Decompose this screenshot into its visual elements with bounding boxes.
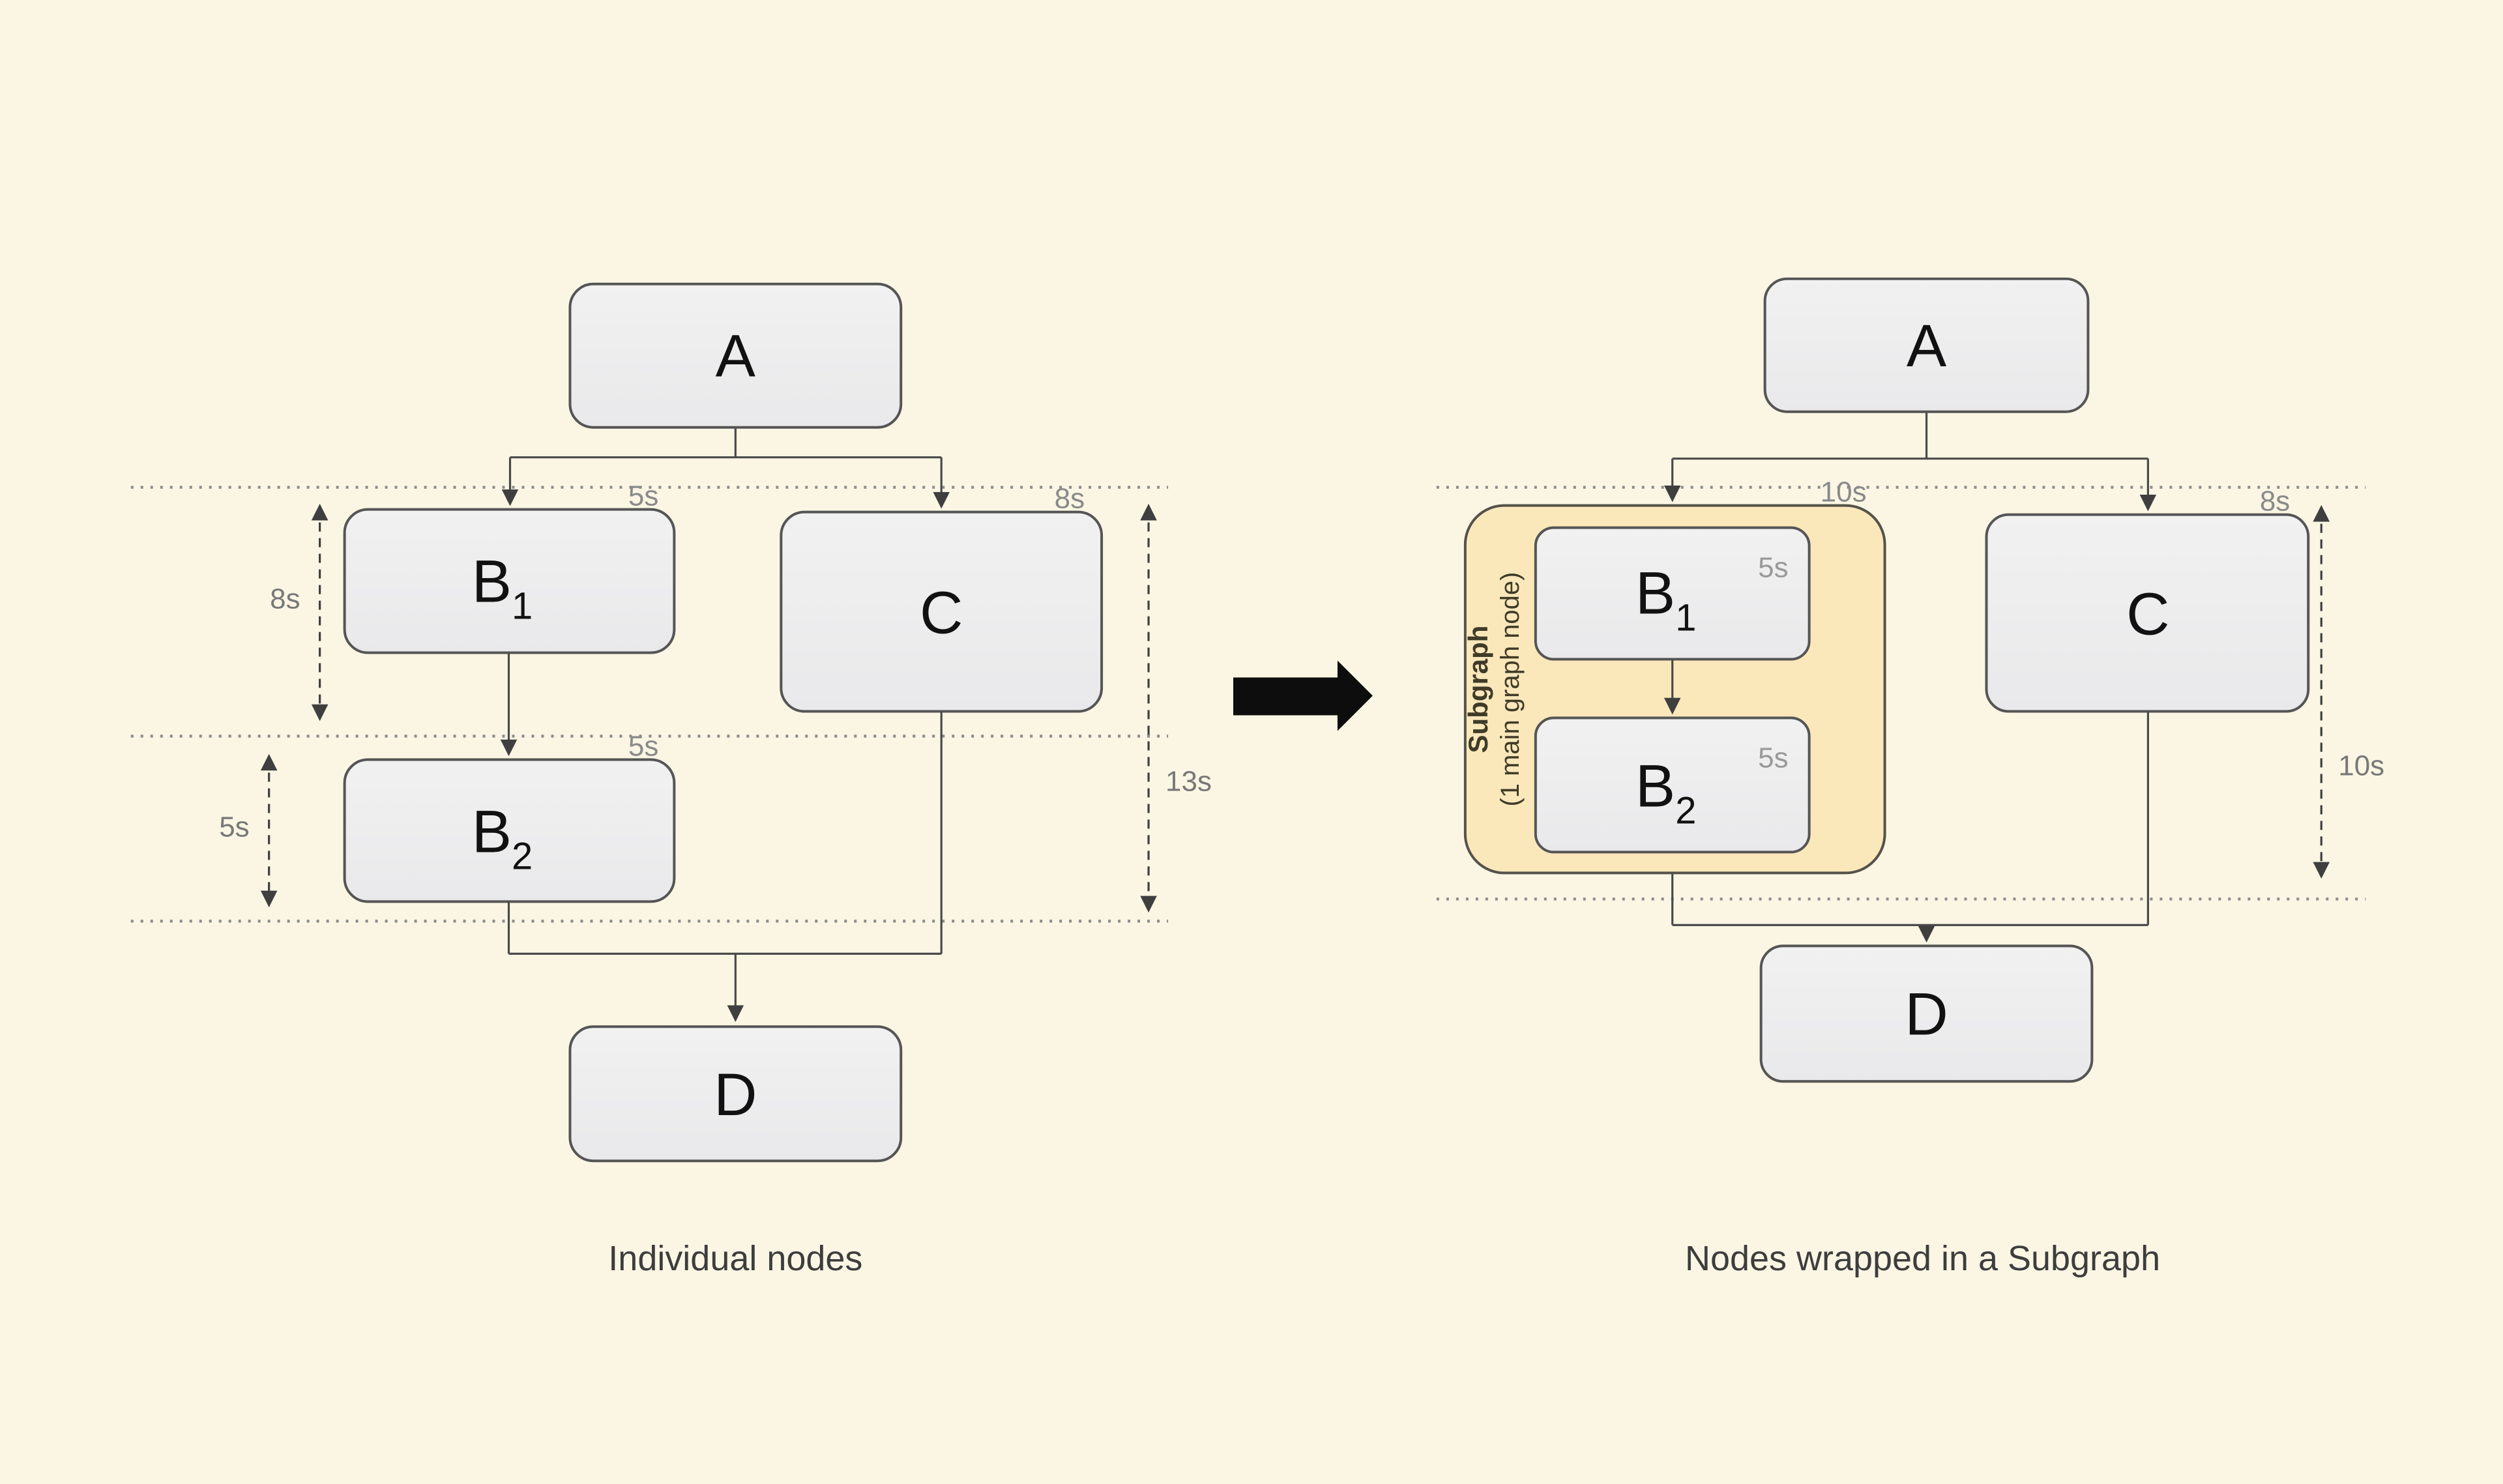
subgraph-title: Subgraph [1463,626,1493,753]
node-b2-left-label: B2 [472,798,533,877]
node-b1-left-label: B1 [472,549,533,628]
node-b2-right-subscript: 2 [1675,790,1696,832]
node-a-right-label: A [1907,313,1947,379]
node-b1-right-label: B1 [1635,560,1697,639]
node-b1-left-subscript: 1 [512,586,533,628]
subgraph-subtitle: (1 main graph node) [1496,572,1525,807]
time-label-c-right: 8s [2260,486,2290,517]
node-a-right [1763,277,2090,413]
node-a-left-label: A [716,323,756,390]
dim-label-total-right: 10s [2338,749,2384,781]
transform-arrow-icon [1233,660,1373,731]
left-diagram: A B1 5s C 8s 8s B2 5s 5s 13s D Indiv [130,282,1212,1278]
node-c-left-label: C [920,580,963,647]
dim-label-total-left: 13s [1165,765,1212,797]
time-label-b1-left: 5s [628,480,658,512]
node-d-left [568,1025,903,1163]
node-c-right-label: C [2126,581,2169,648]
node-b2-right [1534,716,1811,854]
time-label-b2-left: 5s [628,730,658,762]
node-b1-right-subscript: 1 [1675,598,1696,639]
right-diagram: A 10s Subgraph (1 main graph node) B1 5s… [1436,277,2384,1278]
node-d-right-label: D [1905,981,1948,1047]
time-label-subgraph: 10s [1821,476,1867,508]
node-d-left-label: D [714,1062,757,1128]
node-b2-left-subscript: 2 [512,836,533,877]
node-b1-left-label-base: B [472,549,512,615]
node-b1-right-label-base: B [1635,560,1675,627]
time-label-c-left: 8s [1055,483,1085,515]
node-a-left [568,282,903,429]
caption-individual-nodes: Individual nodes [608,1239,862,1278]
time-label-b2-right: 5s [1758,742,1788,774]
node-b2-right-label-base: B [1635,753,1675,819]
node-d-right [1759,944,2094,1083]
node-b2-left-label-base: B [472,798,512,865]
dim-label-b2-row: 5s [219,811,249,843]
node-b2-right-label: B2 [1635,753,1697,832]
subgraph-label: Subgraph (1 main graph node) [1463,572,1525,807]
time-label-b1-right: 5s [1758,552,1788,584]
caption-nodes-wrapped-in-subgraph: Nodes wrapped in a Subgraph [1685,1239,2160,1278]
dim-label-b1-row: 8s [270,583,300,615]
